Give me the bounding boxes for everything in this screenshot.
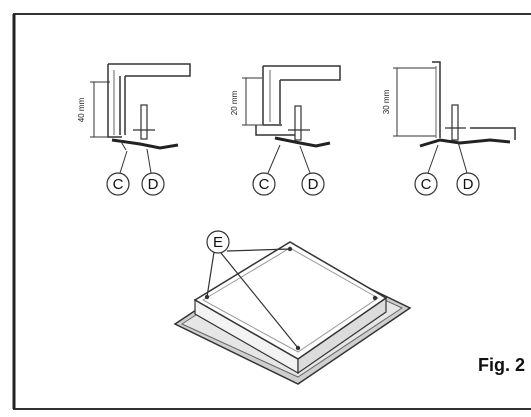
callout-d-1 xyxy=(141,172,165,196)
seal-3 xyxy=(419,138,511,148)
dimension-label-3: 30 mm xyxy=(382,89,391,114)
fixing-bracket-1 xyxy=(140,104,148,140)
countertop-2 xyxy=(263,65,341,81)
svg-text:C: C xyxy=(259,176,270,193)
countertop-1 xyxy=(108,63,191,77)
hob-isometric: E xyxy=(173,230,412,385)
detail-3: 30 mm C D xyxy=(382,61,516,196)
callout-e xyxy=(206,230,230,254)
figure-label: Fig. 2 xyxy=(477,355,525,375)
seal-2 xyxy=(274,136,331,148)
dimension-label-1: 40 mm xyxy=(77,97,86,122)
seal-1 xyxy=(111,138,179,150)
svg-text:D: D xyxy=(148,176,159,193)
dimension-label-2: 20 mm xyxy=(230,90,239,115)
callout-d-2 xyxy=(301,172,325,196)
callout-c-2 xyxy=(252,172,276,196)
svg-text:D: D xyxy=(463,176,474,193)
detail-2: 20 mm C D xyxy=(230,65,341,196)
callout-d-3 xyxy=(456,172,480,196)
svg-text:C: C xyxy=(421,176,432,193)
fixing-bracket-3 xyxy=(451,104,459,141)
callout-c-1 xyxy=(106,172,130,196)
svg-text:C: C xyxy=(113,176,124,193)
detail-1: 40 mm C D xyxy=(77,63,191,196)
hob-frame-3 xyxy=(432,61,441,138)
svg-text:D: D xyxy=(308,176,319,193)
svg-text:E: E xyxy=(213,234,223,251)
fixing-bracket-2 xyxy=(294,105,302,141)
hob-top xyxy=(193,241,388,360)
callout-c-3 xyxy=(414,172,438,196)
